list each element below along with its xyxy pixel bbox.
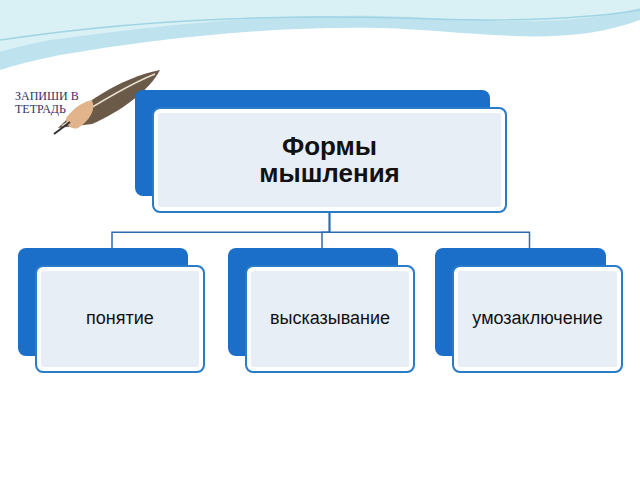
tree-connector (322, 213, 330, 248)
concept-box: высказывание (245, 265, 415, 373)
box-face: Формы мышления (152, 107, 507, 213)
wave-line (0, 10, 640, 40)
node-text: умозаключение (472, 309, 602, 329)
box-face: понятие (35, 265, 205, 373)
concept-box: понятие (35, 265, 205, 373)
box-face: умозаключение (452, 265, 623, 373)
tree-connector (330, 213, 530, 248)
box-face: высказывание (245, 265, 415, 373)
root-box: Формы мышления (152, 107, 507, 213)
node-text: высказывание (270, 309, 390, 329)
note-label: ЗАПИШИ В ТЕТРАДЬ (15, 90, 87, 115)
concept-box: умозаключение (452, 265, 623, 373)
top-wave (0, 0, 640, 70)
tree-connector (112, 213, 330, 248)
node-text: понятие (86, 309, 154, 329)
node-text: Формы мышления (215, 133, 445, 188)
top-wave-light (0, 0, 640, 52)
